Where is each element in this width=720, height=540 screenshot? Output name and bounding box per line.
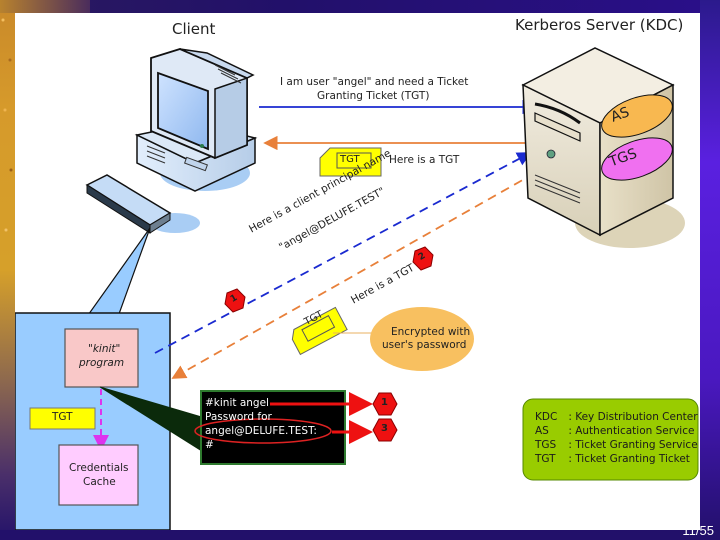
client-computer-icon: [134, 48, 258, 192]
legend-item: TGT : Ticket Granting Ticket: [535, 453, 690, 465]
legend-desc: Key Distribution Center: [575, 411, 698, 423]
server-title: Kerberos Server (KDC): [515, 16, 684, 34]
step1-label: 1: [381, 397, 388, 408]
tgt-label-box: [29, 407, 96, 430]
slide-frame-corner: [0, 0, 90, 13]
ticket-inner-top: [336, 152, 372, 169]
encrypted-oval: [370, 307, 474, 371]
legend-item: TGS : Ticket Granting Service: [535, 439, 698, 451]
reply-tgt-text: Here is a TGT: [389, 154, 460, 166]
zoom-cone: [79, 227, 151, 326]
legend-list: KDC : Key Distribution Center AS : Authe…: [535, 410, 698, 466]
slide-frame-bottom: [0, 530, 720, 540]
terminal-line-4: #: [205, 439, 214, 451]
tgs-oval: [601, 137, 673, 181]
encrypted-text-line2: user's password: [382, 339, 467, 351]
request-text-line1: I am user "angel" and need a Ticket: [280, 76, 469, 88]
as-oval: [601, 94, 673, 138]
step3-hexagon: [372, 418, 398, 442]
step2-hexagon-diag: [412, 246, 434, 271]
slide-frame-right: [700, 0, 720, 540]
page-number: 11/55: [682, 523, 714, 538]
tgt-dashed-arrow: [171, 172, 536, 379]
kinit-program-box: [64, 328, 139, 388]
keyboard-icon: [85, 174, 200, 234]
tgt-label-text: TGT: [52, 411, 73, 423]
principal-dashed-arrow: [154, 152, 532, 354]
legend-abbr: AS: [535, 425, 549, 437]
request-text-line2: Granting Ticket (TGT): [317, 90, 430, 102]
legend-item: KDC : Key Distribution Center: [535, 411, 698, 423]
legend-desc: Ticket Granting Ticket: [575, 453, 690, 465]
password-prompt-highlight: [194, 418, 332, 444]
legend-abbr: TGT: [535, 453, 556, 465]
ticket-label-top: TGT: [340, 154, 360, 165]
client-title: Client: [172, 20, 216, 38]
slide-frame-left: [0, 0, 15, 540]
cache-text-line2: Cache: [83, 476, 116, 488]
terminal-line-3: angel@DELUFE.TEST:: [205, 425, 317, 437]
credentials-cache-box: [58, 444, 139, 506]
terminal-line-1: #kinit angel: [205, 397, 269, 409]
legend-box: [522, 398, 699, 481]
kerberos-diagram: [15, 47, 699, 530]
slide-canvas: Client Kerberos Server (KDC) AS TGS I am…: [15, 13, 700, 530]
step3-label: 3: [381, 423, 388, 434]
slide-frame-top: [0, 0, 720, 13]
legend-desc: Authentication Service: [575, 425, 695, 437]
encrypted-text-line1: Encrypted with: [391, 326, 471, 338]
step1-hexagon-diag: [224, 288, 246, 313]
legend-abbr: KDC: [535, 411, 558, 423]
step1-hexagon: [372, 392, 398, 416]
ticket-icon-diag: [291, 306, 348, 356]
cache-text-line1: Credentials: [69, 462, 129, 474]
terminal-line-2: Password for: [205, 411, 272, 423]
legend-desc: Ticket Granting Service: [575, 439, 698, 451]
ticket-icon-top: [319, 147, 382, 177]
kinit-text-line1: "kinit": [88, 343, 121, 355]
legend-abbr: TGS: [535, 439, 557, 451]
kinit-text-line2: program: [79, 357, 125, 369]
legend-item: AS : Authentication Service: [535, 425, 695, 437]
